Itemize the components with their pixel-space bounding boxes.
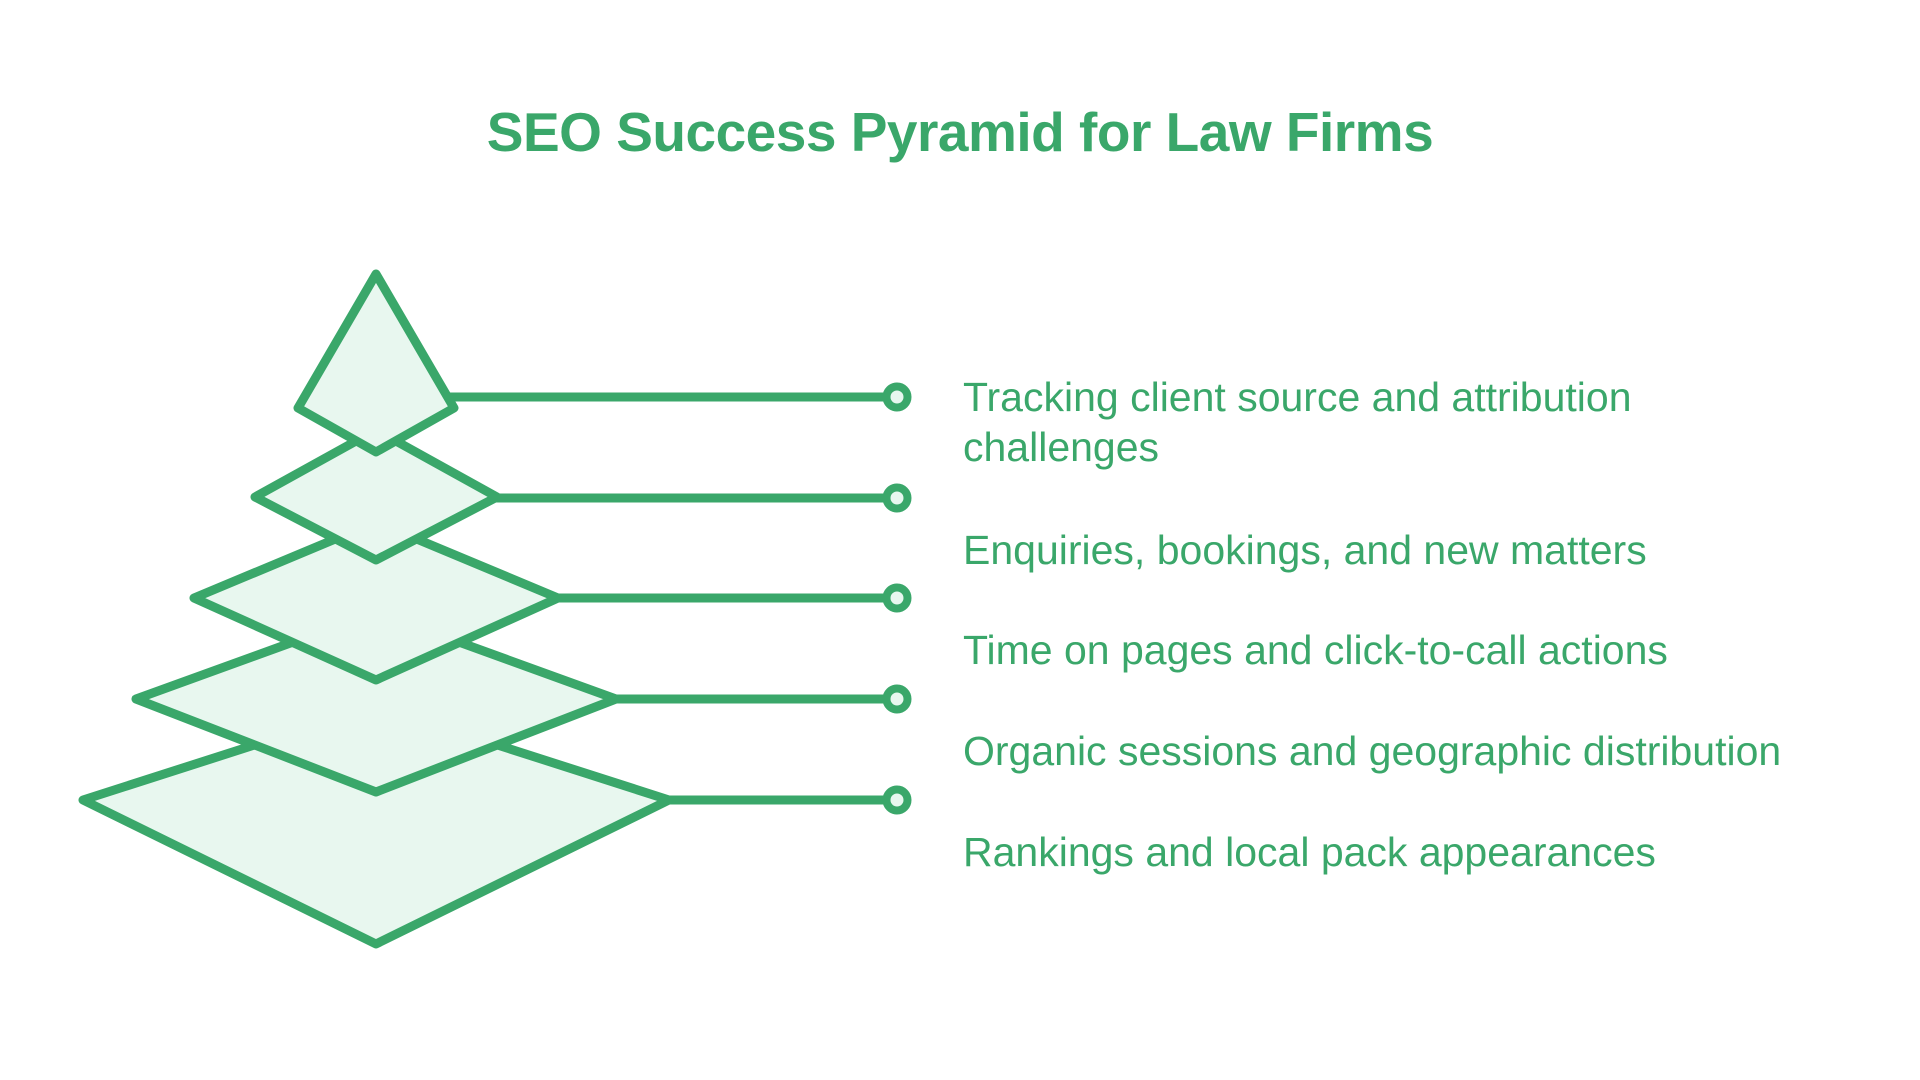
pyramid-level-2 [250,425,502,565]
label-level-1: Tracking client source and attribution c… [963,372,1632,472]
diagram-title: SEO Success Pyramid for Law Firms [486,101,1434,163]
connector-dot-4 [882,684,912,714]
label-line: Rankings and local pack appearances [963,829,1656,875]
connector-dot-1 [882,382,912,412]
label-line: Tracking client source and attribution [963,374,1632,420]
pyramid-level-5 [78,701,674,949]
pyramid-level-1 [293,269,459,457]
connector-dot-5 [882,785,912,815]
connector-dots [882,382,912,815]
connector-dot-3 [882,583,912,613]
label-line: Time on pages and click-to-call actions [963,627,1668,673]
label-line: Enquiries, bookings, and new matters [963,527,1647,573]
label-line: Organic sessions and geographic distribu… [963,728,1782,774]
pyramid-level-4 [131,607,621,797]
label-level-4: Organic sessions and geographic distribu… [963,726,1781,776]
pyramid-level-3 [189,517,563,685]
label-level-2: Enquiries, bookings, and new matters [963,525,1647,575]
label-line: challenges [963,424,1160,470]
label-level-3: Time on pages and click-to-call actions [963,625,1668,675]
label-level-5: Rankings and local pack appearances [963,827,1656,877]
connector-dot-2 [882,483,912,513]
